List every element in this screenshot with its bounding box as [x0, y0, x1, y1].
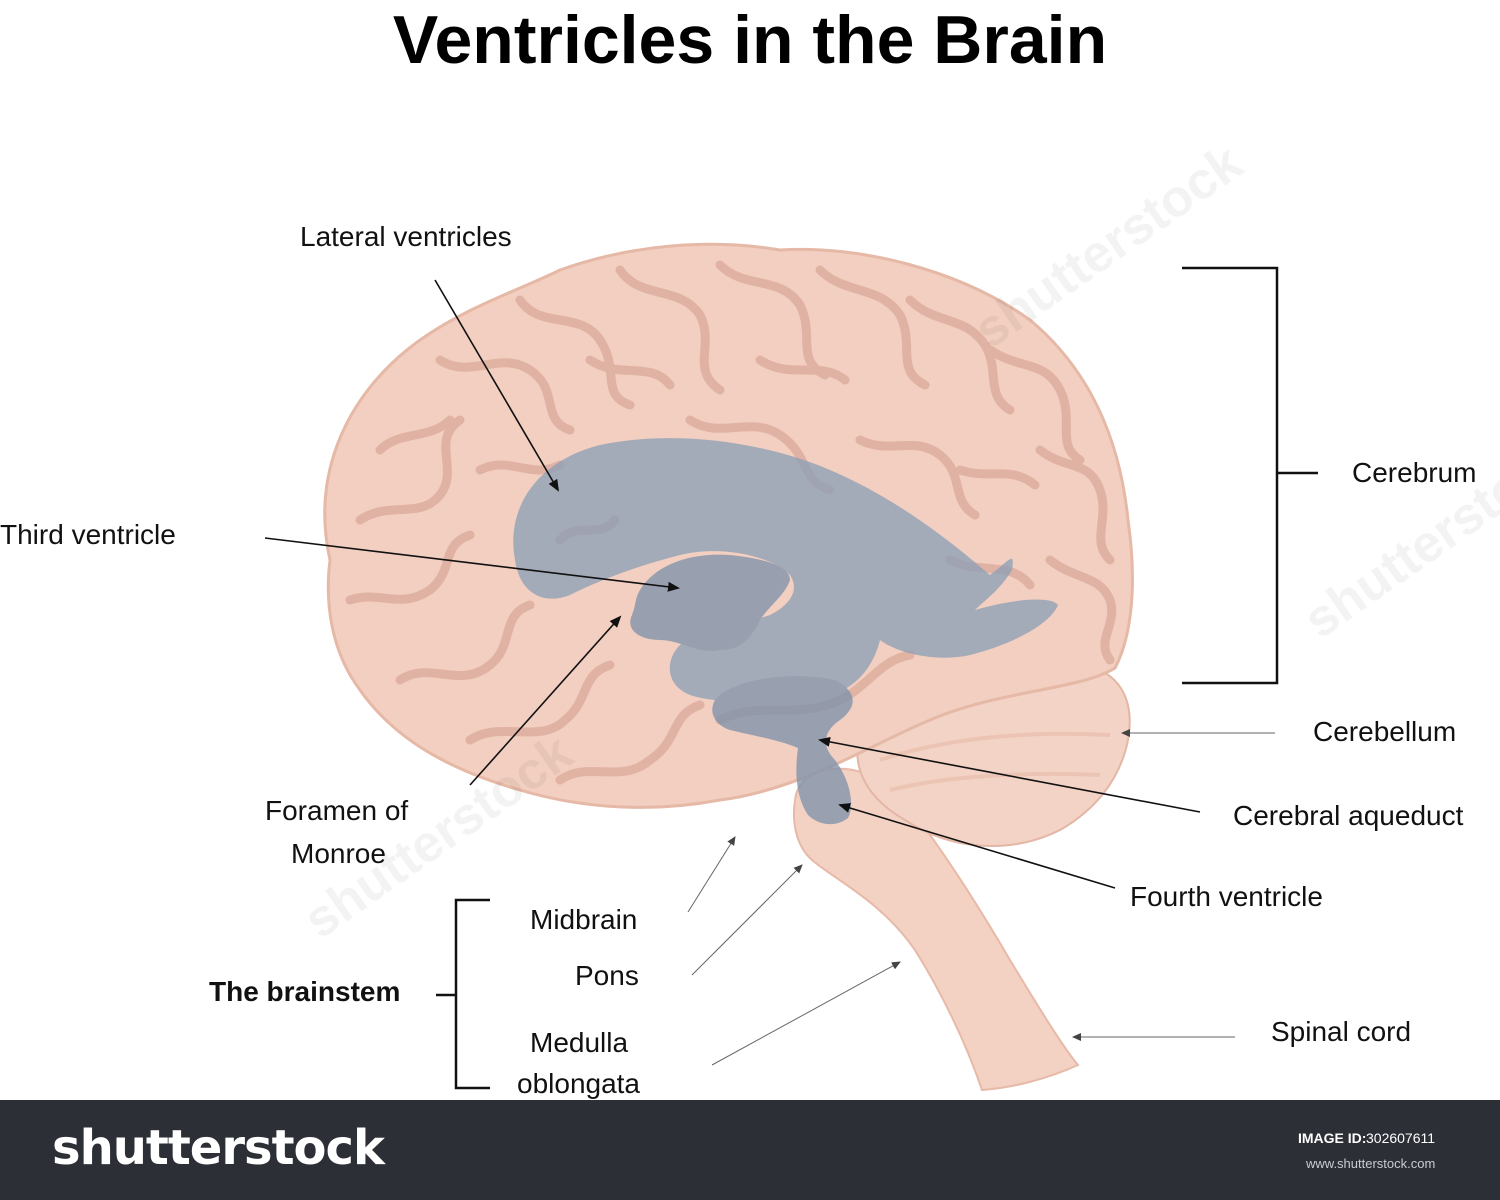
label-arrows	[264, 279, 1201, 889]
footer-bar: shutterstock IMAGE ID: 302607611 www.shu…	[0, 1100, 1500, 1200]
label-cerebellum: Cerebellum	[1313, 716, 1457, 747]
arrow-fourth-ventricle	[838, 803, 1116, 889]
label-pons: Pons	[575, 960, 639, 991]
third-ventricle-shape	[630, 554, 790, 652]
brain-illustration: shutterstock shutterstock shutterstock	[264, 133, 1500, 1092]
label-foramen-line2: Monroe	[291, 838, 386, 869]
label-cerebrum: Cerebrum	[1352, 457, 1477, 488]
label-third-ventricle: Third ventricle	[0, 519, 176, 550]
arrow-third-ventricle	[264, 537, 680, 592]
arrow-pons	[691, 864, 803, 976]
watermark-text-1: shutterstock	[964, 133, 1253, 360]
arrow-midbrain	[687, 836, 736, 913]
label-lateral-ventricles: Lateral ventricles	[300, 221, 512, 252]
arrow-cerebral-aqueduct	[818, 736, 1201, 813]
label-fourth-ventricle: Fourth ventricle	[1130, 881, 1323, 912]
page-title: Ventricles in the Brain	[392, 2, 1108, 78]
thin-arrows	[687, 729, 1275, 1066]
arrow-medulla	[711, 961, 901, 1066]
label-foramen-line1: Foramen of	[265, 795, 409, 826]
arrow-lateral-ventricles	[434, 279, 560, 492]
footer-image-id: 302607611	[1366, 1130, 1436, 1146]
footer-image-id-label: IMAGE ID:	[1298, 1130, 1367, 1146]
ventricular-system	[513, 438, 1058, 825]
cerebrum-bracket	[1182, 266, 1318, 685]
label-cerebral-aqueduct: Cerebral aqueduct	[1233, 800, 1464, 831]
label-midbrain: Midbrain	[530, 904, 638, 935]
label-medulla-line2: oblongata	[517, 1068, 641, 1099]
lateral-ventricle-body	[513, 438, 1058, 702]
label-spinal-cord: Spinal cord	[1271, 1016, 1412, 1047]
fourth-ventricle-shape	[712, 676, 853, 825]
arrow-foramen	[469, 615, 622, 786]
label-medulla-line1: Medulla	[530, 1027, 629, 1058]
brainstem-bracket	[436, 898, 490, 1090]
footer-url: www.shutterstock.com	[1306, 1156, 1436, 1171]
footer-brand-logo: shutterstock	[52, 1120, 385, 1176]
label-brainstem: The brainstem	[209, 976, 401, 1007]
